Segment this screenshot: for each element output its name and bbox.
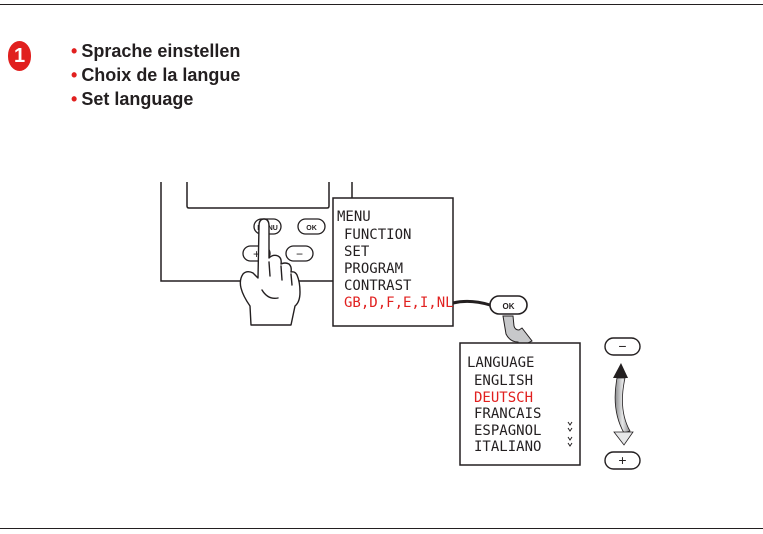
plus-nav-button[interactable]: + bbox=[604, 451, 641, 470]
language-item-espagnol: ESPAGNOL bbox=[474, 423, 541, 439]
language-item-deutsch: DEUTSCH bbox=[474, 390, 533, 406]
ok-button-label: OK bbox=[306, 225, 317, 232]
heading-french: •Choix de la langue bbox=[71, 63, 240, 87]
language-item-italiano: ITALIANO bbox=[474, 439, 541, 455]
device-display bbox=[186, 182, 330, 209]
ok-step-label: OK bbox=[503, 302, 515, 311]
plus-button-label: + bbox=[253, 247, 260, 261]
menu-item-function: FUNCTION bbox=[344, 227, 411, 243]
menu-screen-title: MENU bbox=[337, 209, 371, 225]
ok-button[interactable]: OK bbox=[297, 218, 326, 235]
menu-item-language-codes: GB,D,F,E,I,NL bbox=[344, 295, 454, 311]
up-down-arrow-icon bbox=[613, 363, 634, 446]
heading-german: •Sprache einstellen bbox=[71, 39, 240, 63]
bottom-rule bbox=[0, 528, 763, 529]
heading-text: Sprache einstellen bbox=[81, 41, 241, 61]
heading-text: Set language bbox=[81, 89, 194, 109]
instruction-headings: •Sprache einstellen •Choix de la langue … bbox=[71, 39, 240, 111]
connector-line bbox=[452, 299, 491, 307]
bullet-icon: • bbox=[71, 41, 78, 61]
step-number-badge: 1 bbox=[8, 41, 31, 71]
language-item-english: ENGLISH bbox=[474, 373, 533, 389]
plus-nav-label: + bbox=[618, 452, 626, 468]
minus-nav-label: − bbox=[618, 338, 626, 354]
menu-item-contrast: CONTRAST bbox=[344, 278, 412, 294]
minus-button[interactable]: − bbox=[285, 245, 314, 262]
menu-item-set: SET bbox=[344, 244, 370, 260]
menu-item-program: PROGRAM bbox=[344, 261, 403, 277]
minus-button-label: − bbox=[296, 247, 303, 261]
bullet-icon: • bbox=[71, 89, 78, 109]
menu-screen bbox=[332, 197, 454, 327]
minus-nav-button[interactable]: − bbox=[604, 337, 641, 356]
language-screen bbox=[459, 342, 581, 466]
scroll-down-indicator-icon bbox=[567, 421, 573, 447]
top-rule bbox=[0, 4, 763, 5]
heading-text: Choix de la langue bbox=[81, 65, 241, 85]
pointing-hand-icon bbox=[239, 218, 301, 326]
bullet-icon: • bbox=[71, 65, 78, 85]
down-arrow-icon bbox=[502, 315, 533, 349]
heading-english: •Set language bbox=[71, 87, 240, 111]
language-screen-title: LANGUAGE bbox=[467, 355, 534, 371]
language-item-francais: FRANCAIS bbox=[474, 406, 541, 422]
ok-step-button[interactable]: OK bbox=[489, 295, 528, 315]
